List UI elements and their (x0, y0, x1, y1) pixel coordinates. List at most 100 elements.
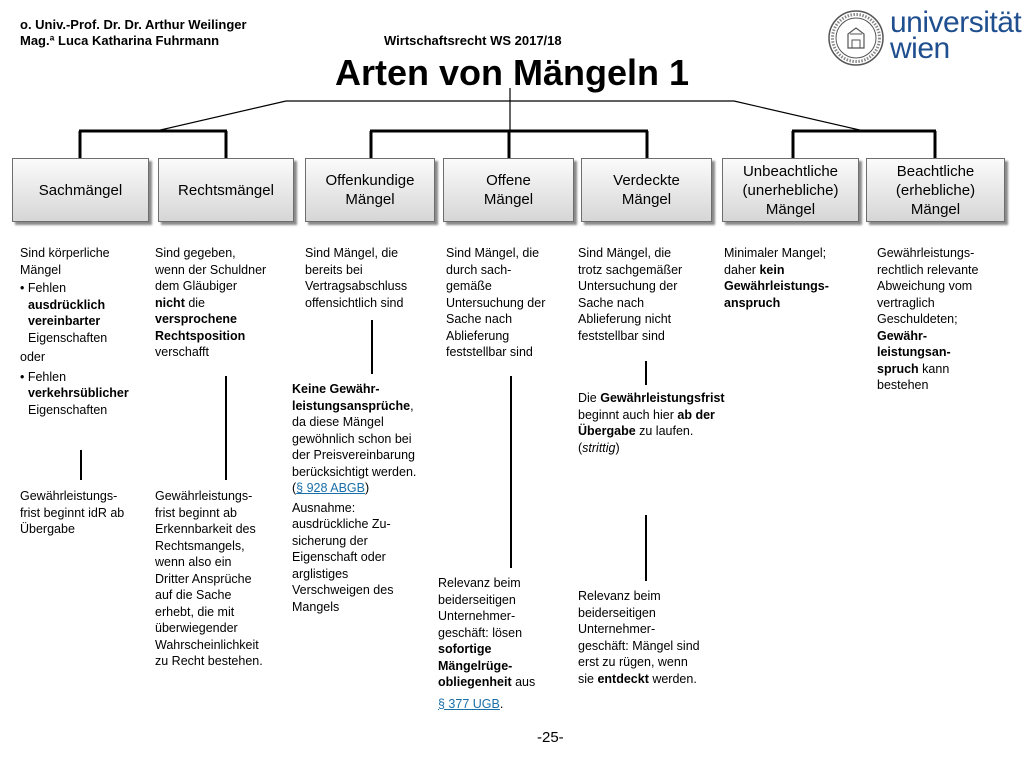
link-377-ugb[interactable]: § 377 UGB (438, 696, 500, 711)
text-line: oder (20, 350, 46, 364)
box-beachtliche-line-2: (erhebliche) (895, 181, 976, 199)
text-line: bereits bei (305, 262, 363, 277)
text-line: rechtlich relevante (877, 262, 979, 277)
university-seal-icon (828, 10, 884, 66)
author-block: o. Univ.-Prof. Dr. Dr. Arthur Weilinger … (20, 17, 247, 49)
text-bold: leistungsan- (877, 345, 951, 359)
text-line: beginnt auch hier ab der (578, 407, 753, 424)
box-unbeachtliche-line-1: Unbeachtliche (742, 162, 839, 180)
text-line: gewöhnlich schon bei (292, 431, 412, 446)
text-line: Geschuldeten; (877, 312, 958, 326)
author-2: Mag.ª Luca Katharina Fuhrmann (20, 33, 220, 48)
text-line: durch sach- (446, 262, 512, 277)
text-line: Mangels (292, 599, 340, 614)
text-line: Untersuchung der (578, 279, 678, 293)
text-bold: ab der (677, 407, 715, 422)
text-line: • Fehlen (20, 281, 67, 295)
wordmark-line-1: universität (890, 6, 1022, 39)
text-bold: Keine Gewähr- (292, 382, 380, 396)
text-line: wenn der Schuldner (155, 262, 267, 277)
text-span: sie (578, 671, 598, 686)
text-bold: spruch (877, 361, 919, 376)
link-928-abgb[interactable]: § 928 ABGB (296, 481, 365, 495)
beachtlich-description: Gewährleistungs- rechtlich relevante Abw… (877, 245, 1012, 394)
text-bold: nicht (155, 295, 185, 310)
recht-description: Sind gegeben, wenn der Schuldner dem Glä… (155, 245, 295, 361)
text-line: zu Recht bestehen. (155, 654, 263, 668)
text-span: ( (578, 440, 583, 455)
text-line: der Preisvereinbarung (292, 448, 415, 462)
text-line: feststellbar sind (578, 328, 665, 343)
text-line: erst zu rügen, wenn (578, 655, 688, 669)
text-line: daher kein (724, 262, 864, 279)
sach-bullet-1: • Fehlen ausdrücklich vereinbarter Eigen… (20, 280, 150, 346)
text-line: (§ 928 ABGB) (292, 480, 442, 497)
text-line: (strittig) (578, 440, 753, 457)
box-beachtliche-maengel: Beachtliche (erhebliche) Mängel (866, 158, 1005, 222)
sach-description: Sind körperliche Mängel • Fehlen ausdrüc… (20, 245, 150, 418)
text-line: Erkennbarkeit des (155, 522, 256, 536)
text-bold: Rechtsposition (155, 328, 246, 343)
box-offenkundige-line-1: Offenkundige (325, 172, 415, 189)
text-italic: strittig (582, 440, 616, 455)
box-verdeckte-label: Verdeckte Mängel (613, 171, 680, 209)
wordmark-line-2: wien (890, 32, 950, 65)
text-span: . (499, 696, 504, 711)
text-line: feststellbar sind (446, 345, 533, 359)
text-line: Ausnahme: (292, 500, 356, 515)
text-line: dem Gläubiger (155, 279, 237, 293)
text-span: aus (511, 675, 536, 689)
text-line: sie entdeckt werden. (578, 671, 728, 688)
text-span: zu laufen. (635, 424, 694, 438)
box-rechtsmaengel-label: Rechtsmängel (178, 181, 274, 199)
box-offenkundige-label: Offenkundige Mängel (326, 171, 415, 209)
text-line: Gewährleistungs- (20, 489, 118, 503)
connector-line (510, 376, 512, 568)
text-line: § 377 UGB. (438, 696, 573, 713)
text-bold: sofortige (438, 642, 492, 656)
text-line: auf die Sache (155, 588, 232, 602)
text-bold: versprochene (155, 312, 237, 326)
text-line: erhebt, die mit (155, 604, 235, 619)
text-span: die (184, 295, 206, 310)
text-line: leistungsansprüche, (292, 398, 442, 415)
text-line: Relevanz beim (578, 589, 661, 603)
offen-relevanz: Relevanz beim beiderseitigen Unternehmer… (438, 575, 573, 712)
author-1: o. Univ.-Prof. Dr. Dr. Arthur Weilinger (20, 17, 247, 32)
text-span: ) (615, 440, 620, 455)
text-line: vertraglich (877, 295, 935, 310)
text-line: Verschweigen des (292, 583, 394, 597)
box-sachmaengel-label: Sachmängel (38, 181, 123, 199)
box-unbeachtliche-label: Unbeachtliche (unerhebliche) Mängel (743, 162, 839, 219)
text-bold: verkehrsüblicher (28, 386, 129, 400)
diag-right (733, 100, 865, 132)
box-verdeckte-line-1: Verdeckte (613, 172, 680, 189)
text-line: ausdrückliche Zu- (292, 517, 391, 531)
text-line: Eigenschaften (28, 402, 108, 417)
box-verdeckte-maengel: Verdeckte Mängel (581, 158, 712, 222)
text-bold: Gewähr- (877, 328, 928, 343)
text-line: Sind Mängel, die (446, 246, 540, 260)
text-bold: kein (759, 262, 785, 277)
connector-line (80, 450, 82, 480)
text-line: Sache nach (578, 295, 645, 310)
text-line: gemäße (446, 279, 492, 293)
box-rechtsmaengel: Rechtsmängel (158, 158, 294, 222)
text-line: Rechtsmangels, (155, 538, 245, 553)
verdeckt-gewaehrleistungsfrist: Die Gewährleistungsfrist beginnt auch hi… (578, 390, 753, 456)
text-span: werden. (648, 671, 697, 686)
bullet-indent: ausdrücklich vereinbarter Eigenschaften (20, 297, 150, 347)
text-bold: anspruch (724, 295, 781, 310)
text-line: Übergabe zu laufen. (578, 423, 753, 440)
text-bold: entdeckt (597, 671, 649, 686)
text-line: arglistiges (292, 566, 349, 581)
course-label: Wirtschaftsrecht WS 2017/18 (384, 33, 562, 48)
text-line: Übergabe (20, 522, 75, 536)
text-span: beginnt auch hier (578, 407, 678, 422)
unbeachtlich-description: Minimaler Mangel; daher kein Gewährleist… (724, 245, 864, 311)
text-span: kann (918, 361, 950, 376)
text-line: Sache nach (446, 312, 513, 326)
text-line: Ablieferung (446, 328, 510, 343)
page-number: -25- (537, 729, 564, 746)
text-line: Unternehmer- (438, 609, 516, 623)
